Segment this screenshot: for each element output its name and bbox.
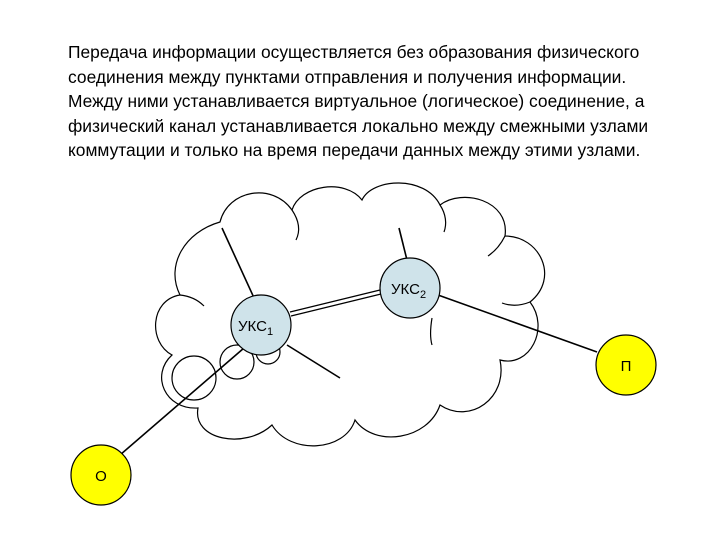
link-ukc1-ukc2	[289, 289, 381, 313]
cloud-inner-curve	[179, 294, 205, 307]
cloud-inner-curve	[487, 235, 506, 257]
description-paragraph: Передача информации осуществляется без о…	[68, 40, 678, 163]
node-ukc1-label: УКС1	[238, 318, 273, 338]
node-destination-circle	[595, 334, 657, 396]
cloud-inner-curve	[439, 204, 447, 233]
link-ukc1-ukc2	[290, 293, 382, 317]
cloud-inner-curve	[291, 209, 300, 241]
link-ukc2-destination	[437, 294, 598, 353]
node-ukc2-label: УКС2	[391, 281, 426, 301]
link-ukc1-north	[221, 227, 256, 301]
node-ukc1-circle	[230, 294, 292, 356]
node-origin-circle	[70, 444, 132, 506]
cloud-outline	[155, 182, 546, 447]
node-ukc1: УКС1	[230, 294, 292, 356]
node-origin-label: О	[95, 468, 107, 485]
paragraph-line: физический канал устанавливается локальн…	[68, 115, 649, 136]
paragraph-line: соединения между пунктами отправления и …	[68, 66, 627, 87]
cloud-bubble	[171, 355, 217, 401]
paragraph-line: Передача информации осуществляется без о…	[68, 42, 640, 62]
paragraph-line: Между ними устанавливается виртуальное (…	[68, 91, 645, 111]
link-ukc2-north	[398, 227, 408, 261]
network-cloud	[155, 182, 546, 447]
link-ukc1-south	[286, 344, 341, 379]
cloud-bubble	[219, 344, 255, 380]
cloud-inner-curve	[501, 301, 531, 306]
link-origin-ukc1	[119, 347, 245, 456]
node-destination-label: П	[621, 358, 632, 375]
node-origin: О	[70, 444, 132, 506]
connections	[119, 227, 598, 456]
node-destination: П	[595, 334, 657, 396]
node-ukc2: УКС2	[379, 257, 441, 319]
node-ukc2-circle	[379, 257, 441, 319]
cloud-inner-curve	[429, 317, 433, 346]
paragraph-line: коммутации и только на время передачи да…	[68, 140, 641, 160]
